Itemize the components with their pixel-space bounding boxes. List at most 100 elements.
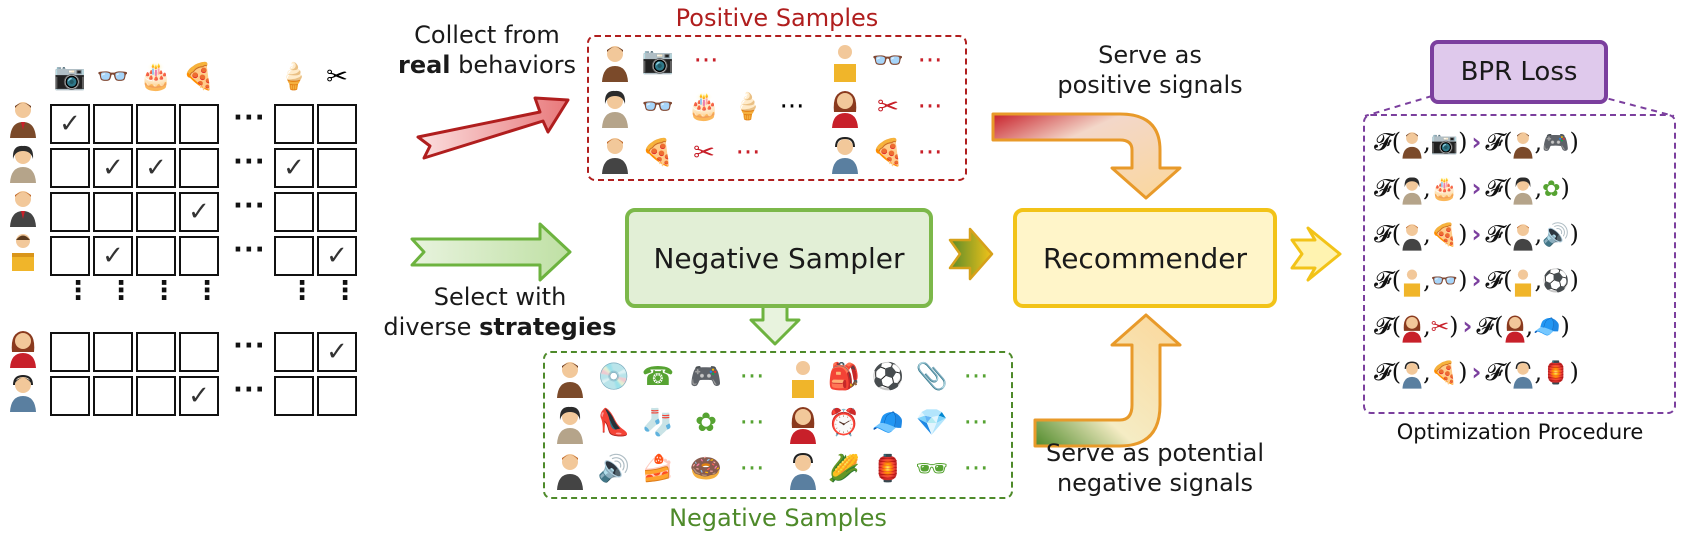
negative-item-icon: 🔊 [1542, 223, 1570, 248]
matrix-cell [93, 192, 133, 232]
donut-icon: 🍩 [689, 454, 723, 484]
user-avatar [1513, 176, 1534, 205]
optimization-label: Optimization Procedure [1396, 420, 1644, 444]
score-func: 𝓕( [1485, 128, 1513, 156]
disc-icon: 💿 [597, 362, 631, 392]
close-paren: ) [1458, 220, 1468, 248]
matrix-cell [136, 104, 176, 144]
user-avatar [1404, 269, 1421, 297]
check-mark-icon: ✓ [102, 241, 124, 271]
user-avatar [10, 374, 36, 412]
score-func: 𝓕( [1374, 312, 1402, 340]
user-avatar [792, 361, 814, 398]
user-avatar [1513, 223, 1534, 251]
matrix-cell [317, 104, 357, 144]
user-avatar [10, 145, 36, 183]
comma: , [1534, 220, 1543, 248]
camera-icon: 📷 [53, 62, 87, 92]
user-avatar [557, 362, 583, 398]
user-avatar [1402, 315, 1422, 343]
ellipsis: ··· [917, 92, 943, 122]
comma: , [1423, 358, 1431, 386]
close-paren: ) [1458, 358, 1468, 386]
telephone-icon: ☎ [641, 362, 675, 392]
collect-line2: real behaviors [392, 50, 582, 80]
matrix-cell [179, 236, 219, 276]
cap-icon: 🧢 [871, 408, 905, 438]
greater-than-icon: › [1471, 266, 1482, 294]
collect-label: Collect from real behaviors [392, 20, 582, 80]
matrix-cell [136, 192, 176, 232]
serve-positive-label: Serve as positive signals [1030, 40, 1270, 100]
select-label: Select with diverse strategies [380, 282, 620, 342]
check-mark-icon: ✓ [188, 381, 210, 411]
comma: , [1423, 220, 1431, 248]
close-paren: ) [1569, 266, 1579, 294]
user-avatar [790, 452, 816, 490]
close-paren: ) [1458, 128, 1468, 156]
select-line2: diverse strategies [380, 312, 620, 342]
row-ellipsis: ··· [233, 235, 266, 265]
matrix-cell [93, 104, 133, 144]
bpr-pair-row: 𝓕(,✂)›𝓕(,🧢) [1374, 306, 1570, 346]
pizza-icon: 🍕 [641, 138, 675, 168]
score-func: 𝓕( [1374, 174, 1402, 202]
lantern-icon: 🏮 [871, 454, 905, 484]
matrix-cell: ✓ [93, 236, 133, 276]
user-avatar [602, 46, 628, 82]
negative-samples-title: Negative Samples [669, 504, 887, 532]
close-paren: ) [1569, 128, 1579, 156]
user-avatar [10, 191, 36, 227]
greater-than-icon: › [1462, 312, 1473, 340]
recommender-to-bpr-arrow [1290, 226, 1342, 282]
check-mark-icon: ✓ [283, 153, 305, 183]
positive-item-icon: ✂ [1430, 315, 1450, 340]
sunglasses-icon: 🕶 [915, 454, 949, 484]
ice-cream-icon: 🍦 [731, 92, 765, 122]
close-paren: ) [1449, 312, 1459, 340]
collect-arrow [416, 96, 570, 160]
matrix-cell [179, 148, 219, 188]
comma: , [1423, 266, 1431, 294]
matrix-cell [93, 376, 133, 416]
ellipsis: ··· [739, 362, 765, 392]
row-ellipsis: ··· [233, 103, 266, 133]
matrix-cell [50, 192, 90, 232]
pizza-icon: 🍕 [182, 62, 216, 92]
greater-than-icon: › [1471, 174, 1482, 202]
check-mark-icon: ✓ [326, 241, 348, 271]
score-func: 𝓕( [1374, 358, 1402, 386]
greater-than-icon: › [1471, 220, 1482, 248]
user-avatar [790, 407, 816, 444]
score-func: 𝓕( [1374, 266, 1402, 294]
paperclip-icon: 📎 [915, 362, 949, 392]
row-ellipsis: ··· [233, 147, 266, 177]
ellipsis: ··· [779, 92, 805, 122]
serve-negative-line1: Serve as potential [1045, 439, 1265, 467]
sock-icon: 🧦 [641, 408, 675, 438]
matrix-cell [317, 148, 357, 188]
collect-line2-rest: behaviors [450, 51, 577, 79]
ellipsis: ··· [963, 362, 989, 392]
negative-item-icon: 🏮 [1542, 361, 1570, 386]
sampler-down-arrow [749, 302, 801, 346]
user-avatar [1402, 131, 1422, 159]
comma: , [1423, 174, 1431, 202]
select-line1: Select with [433, 283, 567, 311]
greater-than-icon: › [1471, 358, 1482, 386]
user-avatar [10, 102, 36, 138]
bpr-pair-row: 𝓕(,👓)›𝓕(,⚽) [1374, 260, 1579, 300]
collect-line1: Collect from [414, 21, 560, 49]
close-paren: ) [1458, 266, 1468, 294]
glasses-icon: 👓 [871, 46, 905, 76]
comma: , [1534, 266, 1543, 294]
select-bold: strategies [479, 313, 617, 341]
negative-item-icon: 🎮 [1542, 131, 1570, 156]
close-paren: ) [1560, 312, 1570, 340]
matrix-cell [274, 376, 314, 416]
user-avatar [1402, 176, 1422, 205]
negative-item-icon: 🧢 [1533, 315, 1561, 340]
close-paren: ) [1560, 174, 1570, 202]
close-paren: ) [1569, 220, 1579, 248]
